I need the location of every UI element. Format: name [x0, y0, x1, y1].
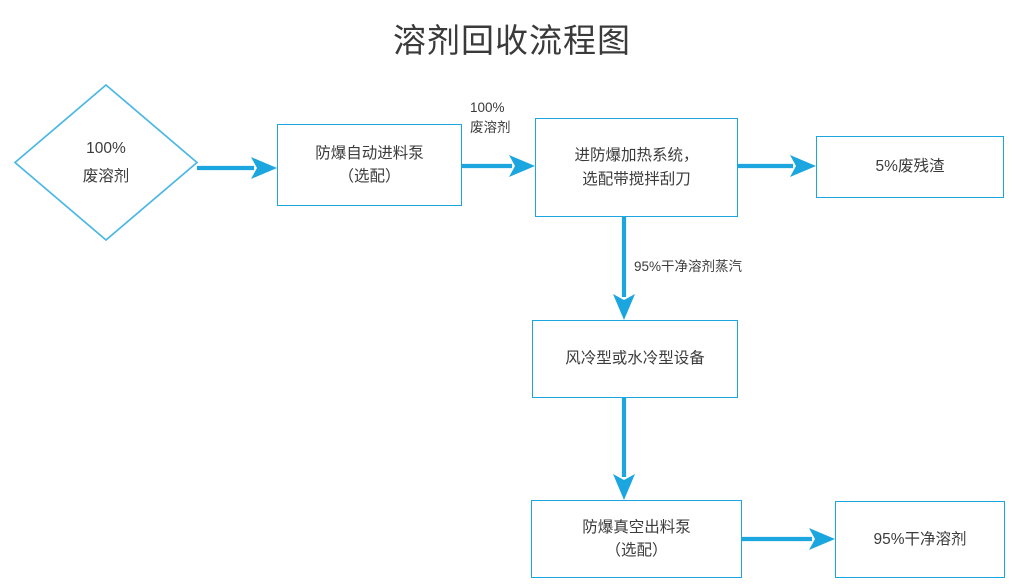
node-feed-pump-line-2: （选配） — [338, 168, 401, 185]
node-condenser-line-1: 风冷型或水冷型设备 — [565, 350, 705, 368]
node-feed-pump-line-1: 防爆自动进料泵 — [315, 144, 424, 162]
node-clean-solvent-line-1: 95%干净溶剂 — [873, 530, 967, 548]
node-condenser[interactable]: 风冷型或水冷型设备 — [532, 320, 738, 398]
node-waste-solvent-label: 100% 废溶剂 — [83, 135, 130, 189]
node-waste-residue-line-1: 5%废残渣 — [875, 158, 945, 176]
node-vacuum-discharge-pump-line-1: 防爆真空出料泵 — [582, 518, 691, 536]
node-waste-residue[interactable]: 5%废残渣 — [816, 136, 1004, 198]
node-waste-solvent-line-1: 100% — [86, 140, 126, 158]
edge-label-feedpump-to-heating-line-2: 废溶剂 — [470, 119, 511, 135]
node-feed-pump[interactable]: 防爆自动进料泵 （选配） — [277, 124, 462, 206]
arrow-feedpump-to-heating — [462, 155, 535, 177]
edge-label-feedpump-to-heating-line-1: 100% — [470, 100, 505, 115]
arrow-condenser-to-vacuumpump — [613, 398, 635, 500]
node-clean-solvent[interactable]: 95%干净溶剂 — [835, 501, 1005, 578]
node-heating-system-line-2: 选配带搅拌刮刀 — [582, 170, 691, 188]
node-heating-system-line-1: 进防爆加热系统， — [574, 147, 699, 165]
node-waste-solvent-line-2: 废溶剂 — [82, 167, 130, 185]
arrow-vacuumpump-to-cleansolvent — [742, 528, 835, 550]
arrow-waste-to-feedpump — [197, 157, 277, 179]
page-title: 溶剂回收流程图 — [393, 22, 631, 59]
arrow-heating-to-residue — [738, 155, 816, 177]
node-vacuum-discharge-pump[interactable]: 防爆真空出料泵 （选配） — [531, 500, 742, 578]
diamond-shape-waste-solvent — [13, 83, 199, 242]
node-waste-solvent[interactable]: 100% 废溶剂 — [15, 85, 197, 240]
edge-label-feedpump-to-heating: 100% 废溶剂 — [470, 98, 511, 137]
arrow-heating-to-condenser — [613, 217, 635, 320]
node-heating-system[interactable]: 进防爆加热系统， 选配带搅拌刮刀 — [535, 118, 738, 217]
node-vacuum-discharge-pump-line-2: （选配） — [605, 542, 668, 559]
edge-label-heating-to-condenser: 95%干净溶剂蒸汽 — [634, 259, 743, 274]
